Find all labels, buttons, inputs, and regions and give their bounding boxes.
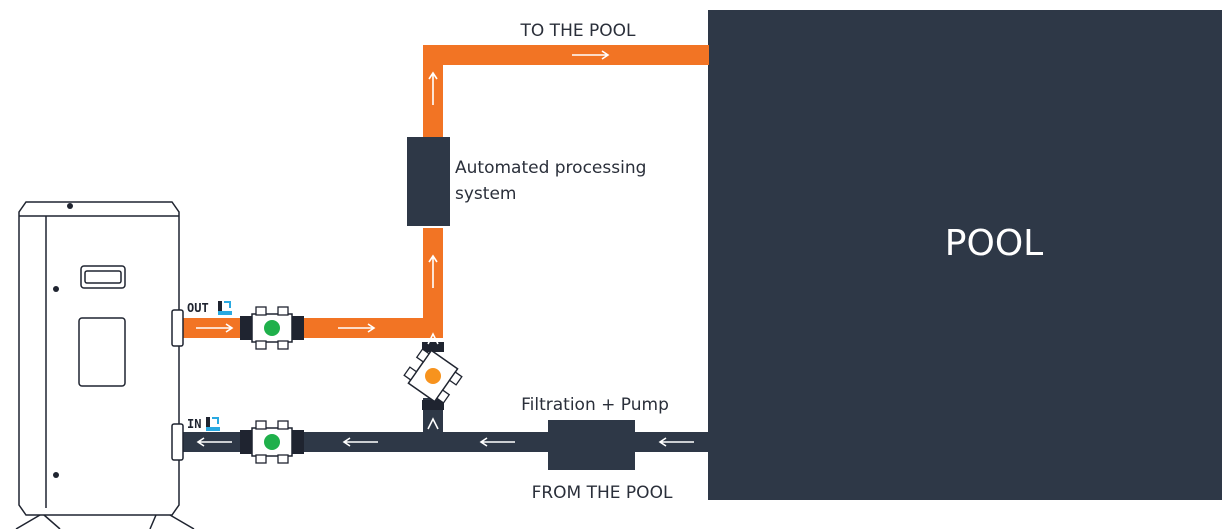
filtration-pump-box — [548, 420, 635, 470]
arrow-left-in3 — [342, 437, 378, 447]
arrow-right-top — [572, 50, 610, 60]
pool-block — [708, 10, 1222, 500]
bypass-valve-handle — [425, 368, 441, 384]
arrow-right-out2 — [338, 323, 376, 333]
port-out-icon — [218, 301, 232, 315]
port-in-label: IN — [187, 417, 201, 431]
heat-pump-out-stub — [171, 309, 184, 347]
arrow-up-top — [428, 71, 438, 105]
heat-pump-feet — [15, 514, 195, 529]
port-in-icon — [206, 417, 220, 431]
arrow-right-out1 — [196, 323, 234, 333]
arrow-left-in1 — [658, 437, 694, 447]
processing-label-line2: system — [455, 184, 516, 204]
arrow-left-in4 — [196, 437, 232, 447]
bypass-arrow-up — [427, 417, 439, 430]
processing-label-line1: Automated processing — [455, 158, 646, 178]
out-line-valve — [240, 306, 304, 350]
pool-label: POOL — [945, 223, 1043, 264]
bypass-valve — [403, 342, 463, 410]
bypass-arrow-up-orange — [427, 332, 439, 345]
heat-pump-unit — [15, 201, 195, 529]
from-pool-label: FROM THE POOL — [532, 483, 673, 503]
to-pool-label: TO THE POOL — [520, 21, 636, 41]
flow-arrows — [196, 50, 694, 447]
heat-pump-in-stub — [171, 423, 184, 461]
in-line-valve — [240, 420, 304, 464]
out-valve-handle — [264, 320, 280, 336]
arrow-left-in2 — [479, 437, 515, 447]
port-out-label: OUT — [187, 301, 209, 315]
filtration-label: Filtration + Pump — [521, 395, 669, 415]
processing-system-box — [407, 137, 450, 226]
arrow-up-mid — [428, 254, 438, 288]
in-valve-handle — [264, 434, 280, 450]
heat-pump-panel — [78, 317, 126, 387]
